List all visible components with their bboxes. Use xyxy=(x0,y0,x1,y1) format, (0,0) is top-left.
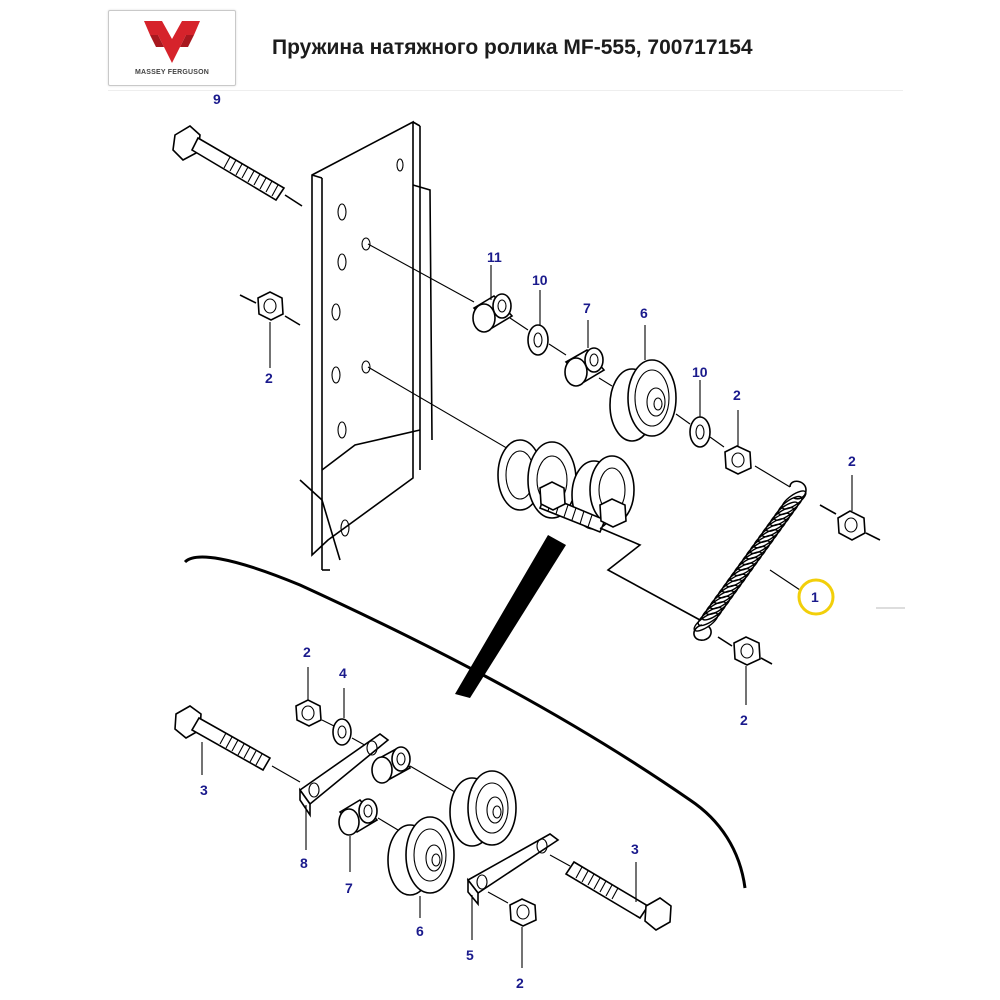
washer-10-right xyxy=(689,380,711,448)
callout-1: 1 xyxy=(811,589,819,605)
logo-text: MASSEY FERGUSON xyxy=(134,69,210,76)
spacer-on-plate xyxy=(371,746,461,796)
highlight-ring xyxy=(797,578,835,616)
nut-2-lower-top xyxy=(295,667,335,727)
callout-9: 9 xyxy=(213,91,221,107)
pulley-lower-right xyxy=(449,770,517,847)
callout-3-left: 3 xyxy=(200,782,208,798)
brand-logo: MASSEY FERGUSON xyxy=(108,10,236,86)
callout-labels: 9 11 10 7 6 10 2 2 2 1 2 2 4 3 8 7 6 5 3… xyxy=(200,91,856,991)
callout-2-lower-top: 2 xyxy=(303,644,311,660)
nut-2-below-spring xyxy=(717,636,773,705)
callout-11: 11 xyxy=(487,249,502,265)
callout-7-upper: 7 xyxy=(583,300,591,316)
nut-2-far-right xyxy=(819,475,881,541)
callout-6-lower: 6 xyxy=(416,923,424,939)
tension-spring-1 xyxy=(693,480,807,641)
assembled-tensioner xyxy=(497,439,701,621)
callout-4: 4 xyxy=(339,665,347,681)
callout-2-upper-mid: 2 xyxy=(733,387,741,403)
spring-coil xyxy=(697,606,723,627)
nut-2-bottom xyxy=(487,891,537,968)
bolt-3-right xyxy=(549,854,672,931)
spacer-7-upper xyxy=(564,320,606,387)
callout-2-below-spring: 2 xyxy=(740,712,748,728)
header: MASSEY FERGUSON Пружина натяжного ролика… xyxy=(0,0,1000,91)
callout-5: 5 xyxy=(466,947,474,963)
callout-7-lower: 7 xyxy=(345,880,353,896)
mounting-bracket xyxy=(299,120,433,571)
callout-10-right: 10 xyxy=(692,364,708,380)
pulley-6-upper xyxy=(609,325,677,442)
nut-2-upper-mid xyxy=(724,410,752,475)
plate-8 xyxy=(298,733,390,850)
callout-2-bottom: 2 xyxy=(516,975,524,991)
callout-10-left: 10 xyxy=(532,272,548,288)
bolt-3-left xyxy=(174,705,301,783)
massey-ferguson-logo-icon xyxy=(144,21,200,63)
callout-2-left: 2 xyxy=(265,370,273,386)
pulley-6-lower xyxy=(387,816,455,918)
spring-coil xyxy=(693,612,719,632)
washer-10-left xyxy=(527,290,549,356)
header-divider xyxy=(108,90,903,91)
callout-3-right: 3 xyxy=(631,841,639,857)
plate-5 xyxy=(466,833,560,940)
nut-2-left xyxy=(239,291,301,368)
washer-4 xyxy=(332,688,371,749)
callout-6-upper: 6 xyxy=(640,305,648,321)
bolt-9 xyxy=(172,125,303,207)
axis-lines xyxy=(367,243,791,488)
page-title: Пружина натяжного ролика MF-555, 7007171… xyxy=(272,36,753,59)
spacer-11 xyxy=(472,265,514,333)
detail-pointer xyxy=(183,535,747,889)
spacer-7-lower xyxy=(338,798,399,872)
callout-2-far-right: 2 xyxy=(848,453,856,469)
callout-8: 8 xyxy=(300,855,308,871)
